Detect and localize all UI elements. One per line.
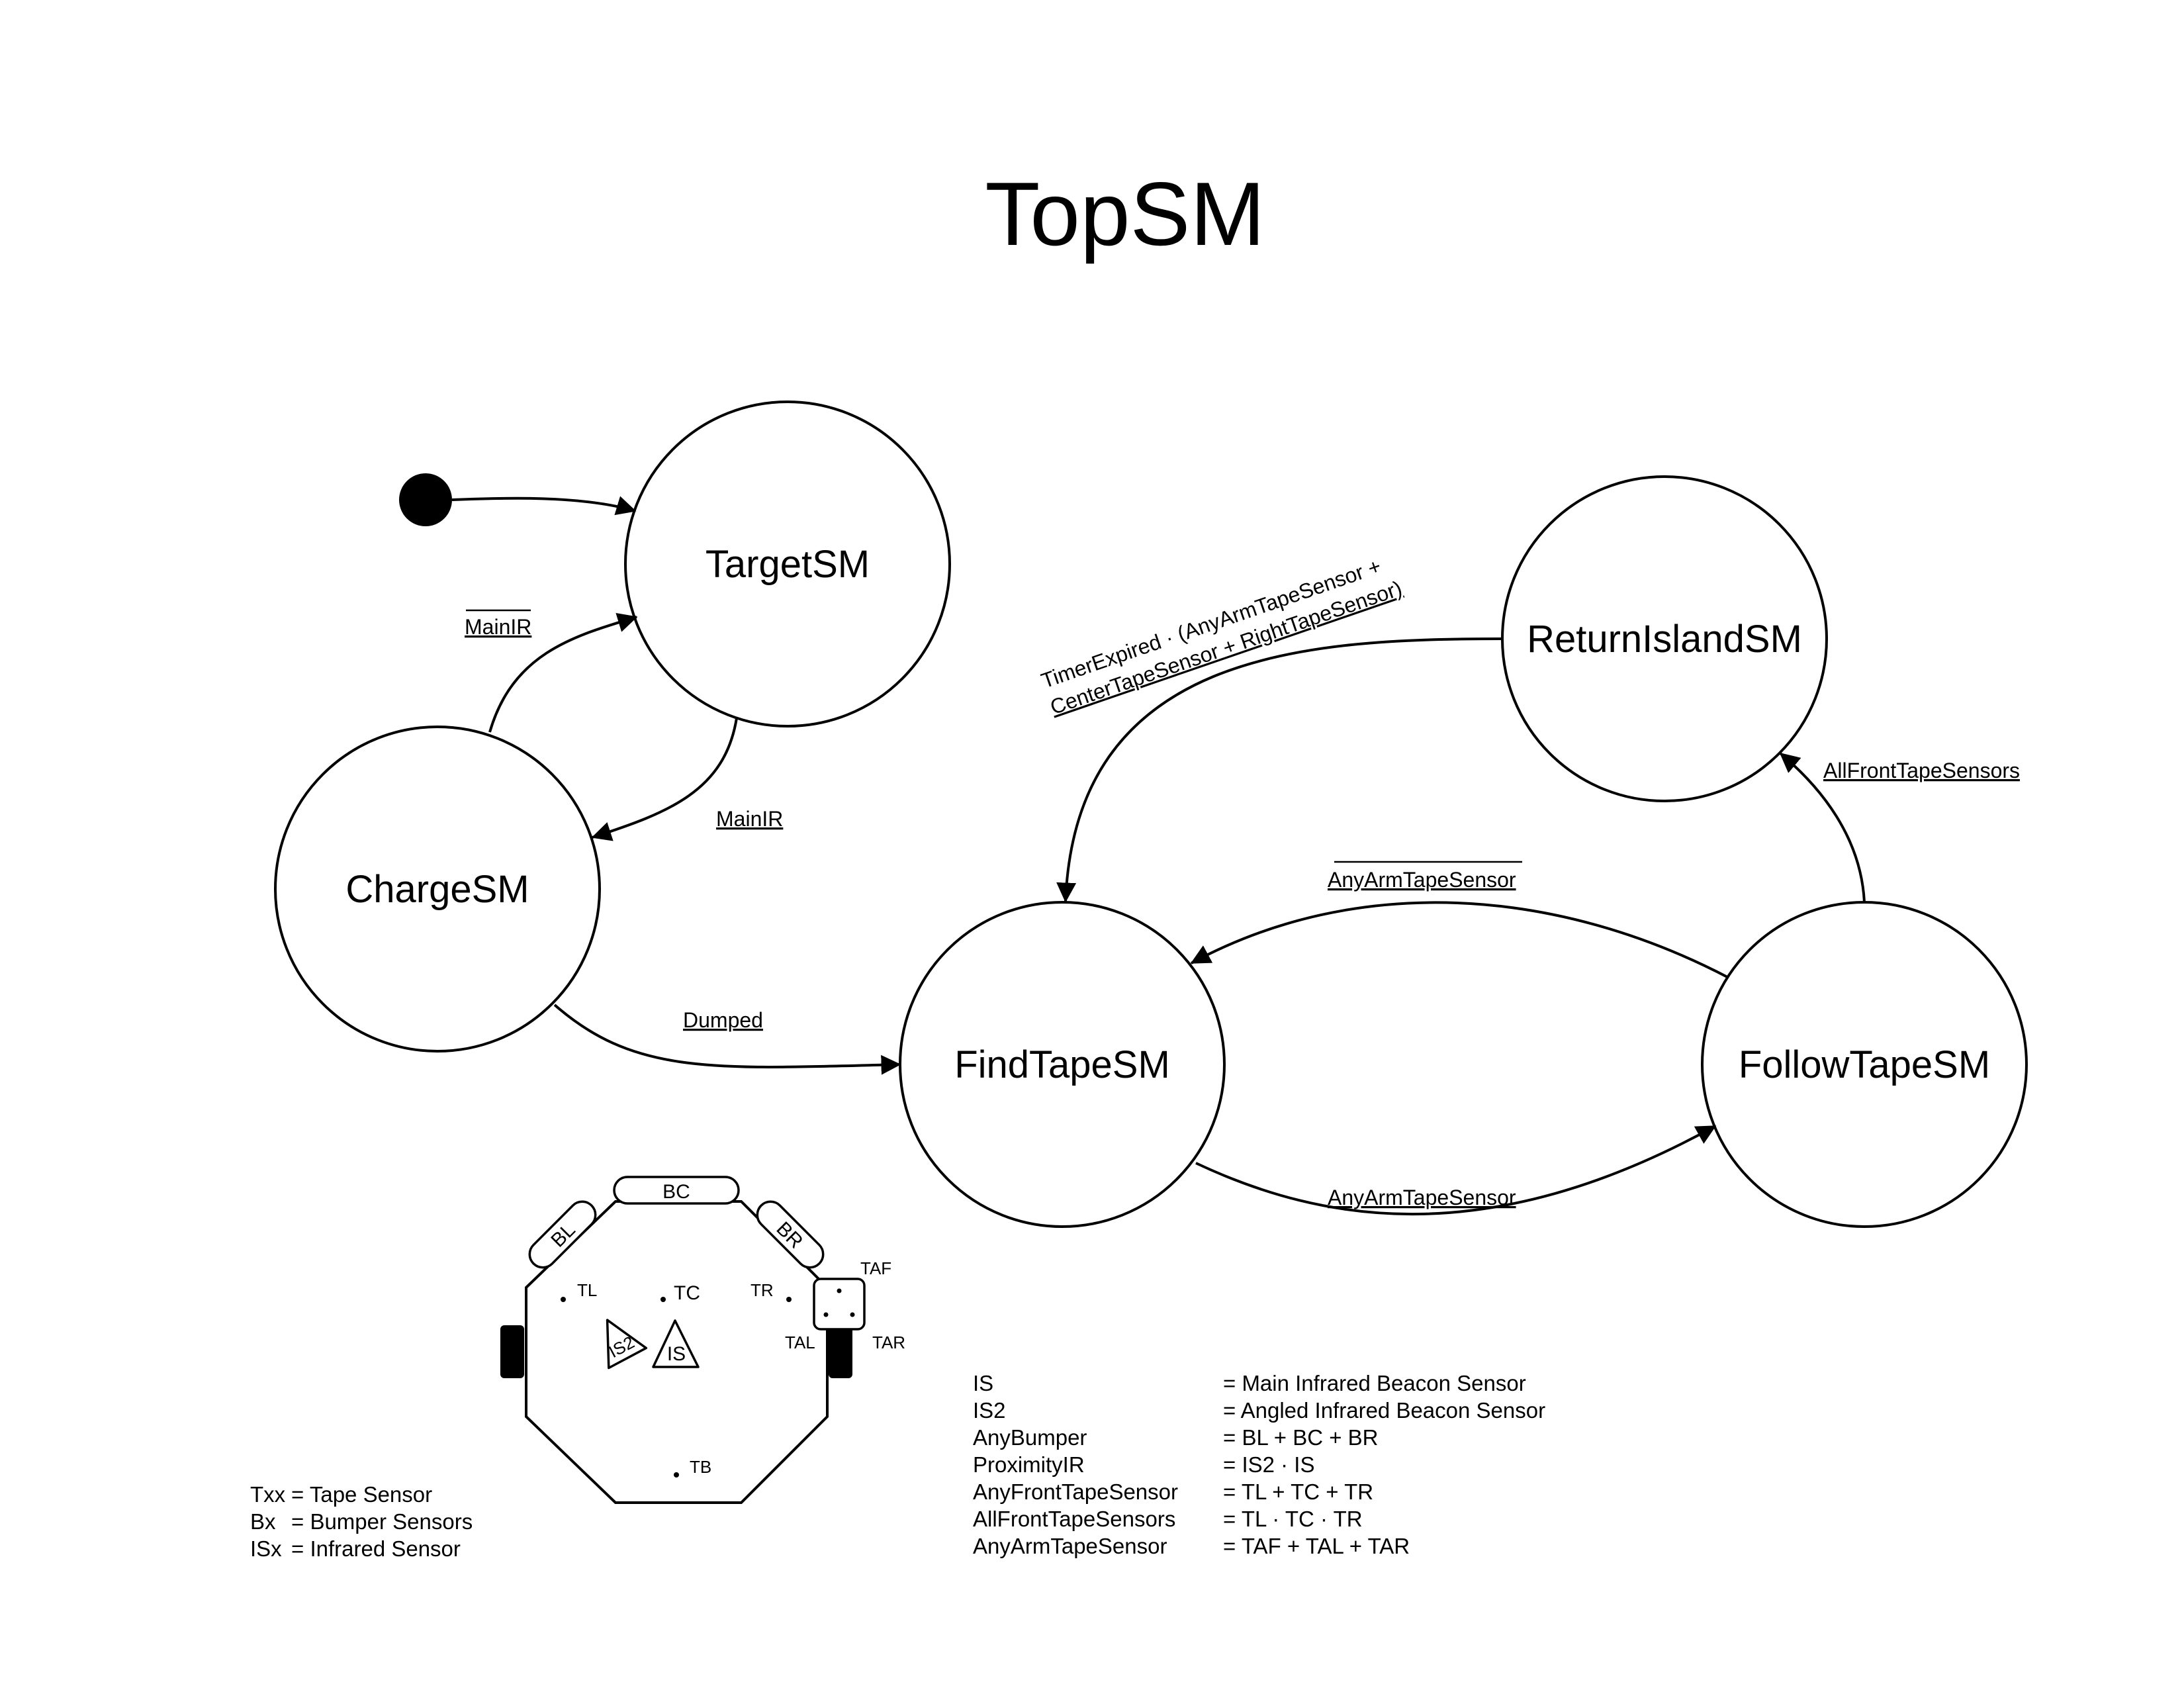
bumper-center-label: BC bbox=[662, 1181, 690, 1203]
transition-initial-to-target bbox=[451, 496, 637, 516]
def-term-4: AnyFrontTapeSensor bbox=[973, 1479, 1178, 1504]
def-term-5: AllFrontTapeSensors bbox=[973, 1507, 1175, 1531]
tape-sensor-taf-label: TAF bbox=[860, 1258, 891, 1278]
transition-return-to-find-tape bbox=[1056, 637, 1503, 903]
key-term-1: Bx bbox=[250, 1509, 276, 1534]
label-charge-to-target: MainIR bbox=[465, 609, 531, 639]
tape-sensor-tb-label: TB bbox=[690, 1457, 711, 1477]
bumper-left bbox=[528, 1200, 597, 1269]
def-value-4: = TL + TC + TR bbox=[1223, 1479, 1373, 1504]
state-charge-sm: ChargeSM bbox=[274, 726, 601, 1053]
tape-sensor-tr-label: TR bbox=[751, 1280, 774, 1300]
key-def-2: = Infrared Sensor bbox=[291, 1536, 461, 1561]
ir-sensor-is-label: IS bbox=[667, 1343, 686, 1365]
bumper-center bbox=[613, 1176, 740, 1205]
definitions-legend: IS = Main Infrared Beacon Sensor IS2 = A… bbox=[973, 1371, 1545, 1558]
tape-sensor-tl-label: TL bbox=[577, 1280, 597, 1300]
guard-main-ir-negated: MainIR bbox=[465, 615, 531, 639]
def-value-1: = Angled Infrared Beacon Sensor bbox=[1223, 1398, 1545, 1423]
state-label-target: TargetSM bbox=[705, 543, 870, 586]
ir-sensor-is2 bbox=[606, 1319, 648, 1370]
key-term-0: Txx bbox=[250, 1482, 286, 1507]
transition-charge-to-find-tape bbox=[553, 1004, 901, 1075]
state-label-follow-tape: FollowTapeSM bbox=[1739, 1043, 1990, 1086]
state-target-sm: TargetSM bbox=[624, 400, 951, 727]
tape-sensor-tl-dot bbox=[561, 1297, 566, 1302]
tape-sensor-taf-dot bbox=[837, 1288, 842, 1293]
arm-tape-sensor-box bbox=[813, 1278, 866, 1331]
tape-sensor-tr-dot bbox=[786, 1297, 792, 1302]
ir-sensor-is bbox=[652, 1319, 700, 1368]
def-value-3: = IS2 · IS bbox=[1223, 1452, 1314, 1477]
label-follow-to-find: AnyArmTapeSensor bbox=[1328, 861, 1522, 892]
left-wheel bbox=[500, 1325, 524, 1378]
transition-target-to-charge bbox=[591, 718, 738, 841]
tape-sensor-tc-dot bbox=[660, 1297, 666, 1302]
tape-sensor-tc-label: TC bbox=[674, 1282, 700, 1304]
transition-follow-to-find-tape bbox=[1190, 901, 1729, 979]
state-label-charge: ChargeSM bbox=[345, 868, 529, 911]
guard-any-arm-tape-negated: AnyArmTapeSensor bbox=[1328, 868, 1516, 892]
tape-sensor-tar-dot bbox=[850, 1312, 855, 1317]
initial-state-dot bbox=[399, 473, 452, 526]
guard-dumped: Dumped bbox=[683, 1008, 763, 1032]
def-term-1: IS2 bbox=[973, 1398, 1006, 1423]
state-find-tape-sm: FindTapeSM bbox=[899, 901, 1226, 1228]
def-value-6: = TAF + TAL + TAR bbox=[1223, 1534, 1410, 1558]
def-value-2: = BL + BC + BR bbox=[1223, 1425, 1378, 1450]
key-def-0: = Tape Sensor bbox=[291, 1482, 432, 1507]
guard-any-arm-tape: AnyArmTapeSensor bbox=[1328, 1186, 1516, 1209]
right-wheel bbox=[829, 1325, 852, 1378]
guard-all-front-tape: AllFrontTapeSensors bbox=[1823, 759, 2020, 782]
tape-sensor-tar-label: TAR bbox=[872, 1333, 905, 1352]
state-label-return-island: ReturnIslandSM bbox=[1527, 618, 1802, 661]
key-term-2: ISx bbox=[250, 1536, 282, 1561]
tape-sensor-tal-dot bbox=[823, 1312, 829, 1317]
state-follow-tape-sm: FollowTapeSM bbox=[1701, 901, 2028, 1228]
diagram-title: TopSM bbox=[985, 164, 1265, 264]
transition-follow-to-return-island bbox=[1779, 752, 1866, 903]
state-return-island-sm: ReturnIslandSM bbox=[1501, 475, 1828, 802]
def-value-0: = Main Infrared Beacon Sensor bbox=[1223, 1371, 1526, 1395]
key-def-1: = Bumper Sensors bbox=[291, 1509, 473, 1534]
def-term-6: AnyArmTapeSensor bbox=[973, 1534, 1167, 1558]
bumper-right bbox=[756, 1200, 825, 1269]
transition-find-to-follow-tape bbox=[1195, 1125, 1717, 1215]
def-value-5: = TL · TC · TR bbox=[1223, 1507, 1363, 1531]
state-label-find-tape: FindTapeSM bbox=[954, 1043, 1170, 1086]
label-return-to-find: TimerExpired · (AnyArmTapeSensor + Cente… bbox=[1038, 554, 1405, 720]
transition-charge-to-target bbox=[488, 612, 638, 733]
def-term-3: ProximityIR bbox=[973, 1452, 1085, 1477]
robot-diagram: BC BL BR TL TC TR TB TAF TAL TAR IS IS2 bbox=[500, 1176, 905, 1504]
tape-sensor-tb-dot bbox=[674, 1472, 679, 1477]
tape-sensor-tal-label: TAL bbox=[785, 1333, 815, 1352]
guard-timer-expired-line2: CenterTapeSensor + RightTapeSensor) bbox=[1047, 576, 1405, 719]
sensor-key-legend: Txx = Tape Sensor Bx = Bumper Sensors IS… bbox=[250, 1482, 473, 1561]
def-term-2: AnyBumper bbox=[973, 1425, 1087, 1450]
guard-main-ir: MainIR bbox=[716, 807, 783, 831]
def-term-0: IS bbox=[973, 1371, 993, 1395]
